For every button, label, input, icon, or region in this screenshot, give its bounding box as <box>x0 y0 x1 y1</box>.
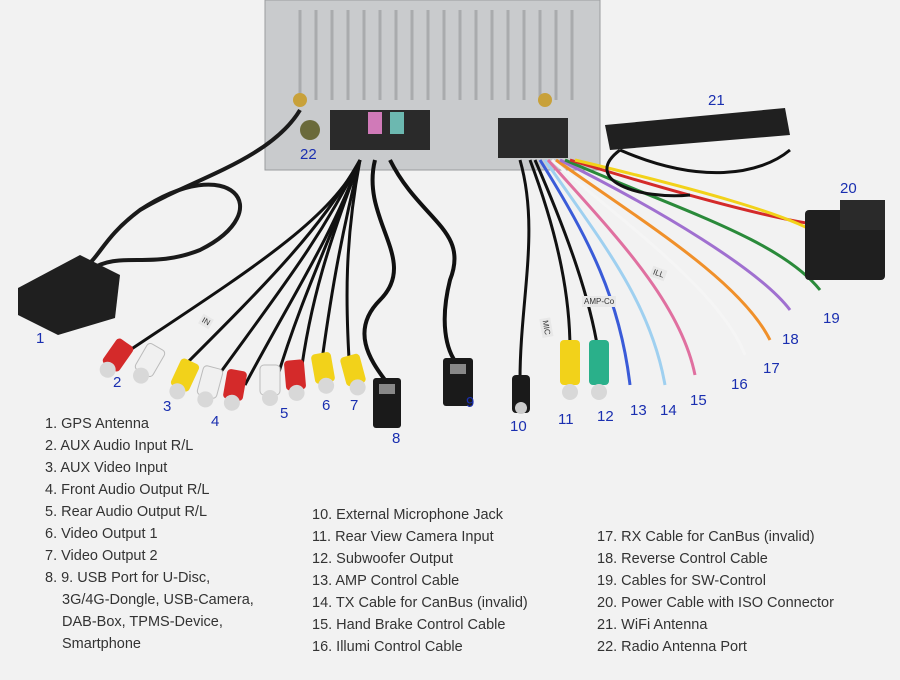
callout-8: 8 <box>392 430 401 447</box>
legend-item: 18. Reverse Control Cable <box>597 551 768 567</box>
legend-item: 5. Rear Audio Output R/L <box>45 504 208 520</box>
head-unit <box>264 0 601 171</box>
legend-item: 17. RX Cable for CanBus (invalid) <box>597 529 815 545</box>
legend-item: DAB-Box, TPMS-Device, <box>62 614 223 630</box>
legend-item: 21. WiFi Antenna <box>597 617 708 633</box>
legend-column-3: 17. RX Cable for CanBus (invalid) 18. Re… <box>597 526 834 658</box>
callout-6: 6 <box>322 397 331 414</box>
legend-item: 2. AUX Audio Input R/L <box>45 438 194 454</box>
callout-11: 11 <box>558 411 574 428</box>
rca-plugs <box>99 338 366 411</box>
callout-5: 5 <box>280 405 289 422</box>
callout-20: 20 <box>840 180 857 197</box>
callout-2: 2 <box>113 374 122 391</box>
callout-13: 13 <box>630 402 647 419</box>
callout-18: 18 <box>782 331 799 348</box>
legend-column-1: 1. GPS Antenna 2. AUX Audio Input R/L 3.… <box>45 413 254 655</box>
legend-item: 15. Hand Brake Control Cable <box>312 617 506 633</box>
legend-item: 19. Cables for SW-Control <box>597 573 766 589</box>
gps-antenna <box>18 108 302 335</box>
legend-item: 22. Radio Antenna Port <box>597 639 747 655</box>
callout-3: 3 <box>163 398 172 415</box>
iso-connector <box>805 200 885 280</box>
legend-item: 14. TX Cable for CanBus (invalid) <box>312 595 528 611</box>
wifi-antenna <box>605 108 791 198</box>
legend-item: 1. GPS Antenna <box>45 416 149 432</box>
callout-22: 22 <box>300 146 317 163</box>
callout-9: 9 <box>466 394 475 411</box>
legend-item: 11. Rear View Camera Input <box>312 529 494 545</box>
callout-14: 14 <box>660 402 677 419</box>
callout-10: 10 <box>510 418 527 435</box>
wire-harness <box>518 158 822 386</box>
legend-item: 7. Video Output 2 <box>45 548 158 564</box>
legend-item: 3. AUX Video Input <box>45 460 168 476</box>
usb-cables <box>362 159 473 428</box>
rca-cable-bundle <box>129 159 362 386</box>
callout-12: 12 <box>597 408 614 425</box>
legend-item: 4. Front Audio Output R/L <box>45 482 210 498</box>
callout-16: 16 <box>731 376 748 393</box>
legend-item: 3G/4G-Dongle, USB-Camera, <box>62 592 254 608</box>
legend-item: 20. Power Cable with ISO Connector <box>597 595 834 611</box>
callout-7: 7 <box>350 397 359 414</box>
callout-4: 4 <box>211 413 220 430</box>
legend-item: Smartphone <box>62 636 141 652</box>
legend-item: 8. 9. USB Port for U-Disc, <box>45 570 211 586</box>
callout-19: 19 <box>823 310 840 327</box>
callout-17: 17 <box>763 360 780 377</box>
legend-item: 13. AMP Control Cable <box>312 573 460 589</box>
legend-item: 10. External Microphone Jack <box>312 507 504 523</box>
legend-item: 6. Video Output 1 <box>45 526 158 542</box>
callout-1: 1 <box>36 330 45 347</box>
callout-15: 15 <box>690 392 707 409</box>
callout-21: 21 <box>708 92 725 109</box>
legend-item: 12. Subwoofer Output <box>312 551 454 567</box>
legend-column-2: 10. External Microphone Jack 11. Rear Vi… <box>312 504 528 658</box>
cable-tag-amp: AMP-Co <box>582 296 617 307</box>
legend-item: 16. Illumi Control Cable <box>312 639 463 655</box>
rca-small-plugs <box>512 340 609 414</box>
